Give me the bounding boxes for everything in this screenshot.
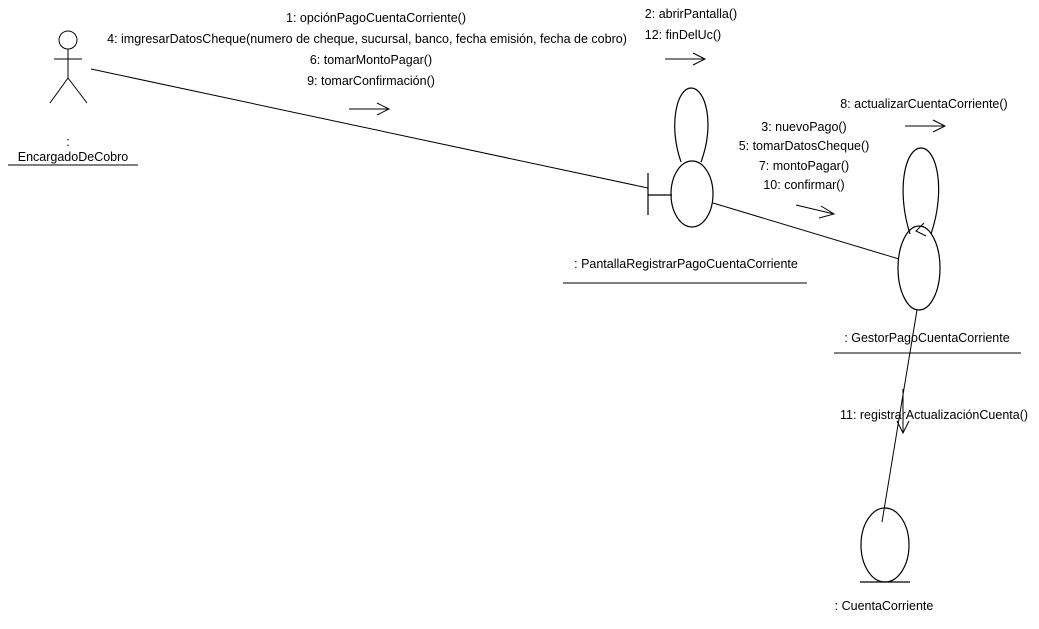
link-screen-control	[712, 202, 900, 260]
actor-name: EncargadoDeCobro	[18, 150, 129, 164]
message-9: 9: tomarConfirmación()	[307, 74, 435, 88]
boundary-pantalla-registrar-pago[interactable]: : PantallaRegistrarPagoCuentaCorriente	[563, 87, 807, 284]
link-control-entity	[881, 309, 918, 523]
actor-right-leg	[67, 77, 88, 104]
screen-self-loop	[674, 87, 709, 163]
arrow-control-self	[905, 119, 947, 133]
message-8: 8: actualizarCuentaCorriente()	[840, 97, 1007, 111]
actor-encargado-de-cobro[interactable]: : EncargadoDeCobro	[8, 30, 138, 166]
arrow-actor-to-screen	[349, 102, 391, 116]
control-circle	[897, 225, 941, 311]
entity-label: : CuentaCorriente	[835, 599, 934, 613]
message-7: 7: montoPagar()	[759, 159, 849, 173]
control-gestor-pago[interactable]: : GestorPagoCuentaCorriente	[834, 147, 1021, 354]
message-2: 2: abrirPantalla()	[645, 7, 737, 21]
message-10: 10: confirmar()	[763, 178, 844, 192]
boundary-label: : PantallaRegistrarPagoCuentaCorriente	[574, 257, 798, 271]
message-4: 4: imgresarDatosCheque(numero de cheque,…	[107, 32, 627, 46]
control-label: : GestorPagoCuentaCorriente	[844, 331, 1009, 345]
arrow-screen-self	[665, 52, 707, 66]
actor-left-leg	[49, 77, 69, 104]
arrow-screen-to-control	[795, 204, 836, 219]
message-11: 11: registrarActualizaciónCuenta()	[840, 408, 1028, 422]
message-6: 6: tomarMontoPagar()	[310, 53, 432, 67]
message-12: 12: finDelUc()	[645, 28, 721, 42]
control-arrowhead	[915, 222, 927, 237]
boundary-circle	[670, 160, 714, 228]
arrow-control-to-entity	[896, 389, 910, 435]
actor-head	[58, 30, 78, 50]
entity-cuenta-corriente[interactable]: : CuentaCorriente	[835, 507, 934, 613]
actor-colon: :	[66, 135, 69, 149]
message-3: 3: nuevoPago()	[761, 120, 846, 134]
control-self-loop	[902, 147, 940, 235]
entity-circle	[860, 507, 910, 583]
message-1: 1: opciónPagoCuentaCorriente()	[286, 11, 466, 25]
link-actor-screen	[90, 68, 649, 189]
message-5: 5: tomarDatosCheque()	[739, 139, 870, 153]
